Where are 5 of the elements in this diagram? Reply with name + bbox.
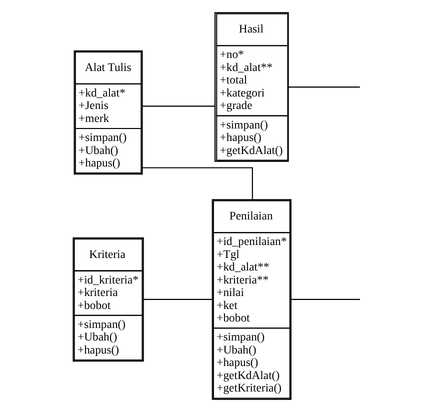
connector [142, 106, 215, 107]
connector [291, 298, 360, 300]
connector [143, 298, 212, 300]
connector [288, 86, 360, 88]
connector [142, 167, 253, 200]
